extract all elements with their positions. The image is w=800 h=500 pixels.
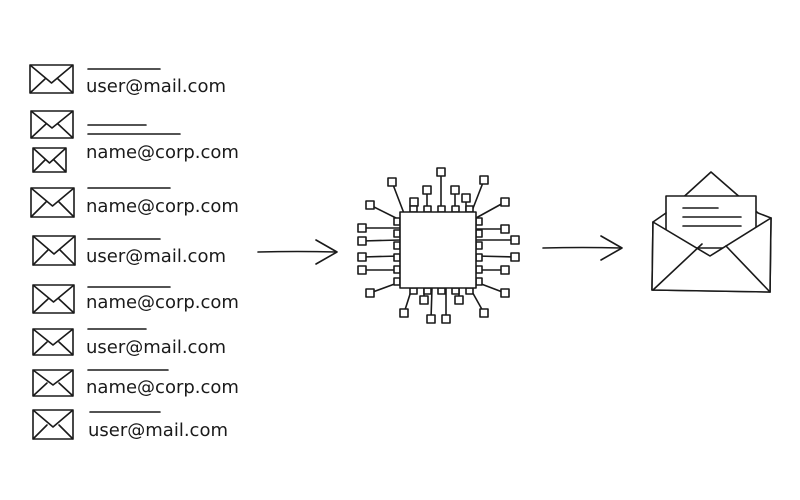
chip-pad — [510, 252, 520, 262]
chip-pin — [465, 287, 474, 295]
chip-pad — [500, 265, 510, 275]
chip-pad — [479, 308, 489, 318]
chip-pad — [422, 185, 432, 195]
chip-pin — [409, 205, 418, 213]
chip-pin — [475, 217, 483, 226]
chip-pin — [451, 287, 460, 295]
chip-pad — [399, 308, 409, 318]
chip-pad — [419, 295, 429, 305]
email-address: name@corp.com — [86, 196, 239, 217]
chip-pin — [393, 241, 401, 250]
email-address: name@corp.com — [86, 377, 239, 398]
chip-trace — [391, 181, 406, 217]
chip-pad — [479, 175, 489, 185]
envelope-icon — [32, 328, 74, 356]
chip-pin — [393, 265, 401, 274]
chip-icon — [357, 167, 520, 324]
chip-pad — [500, 288, 510, 298]
chip-trace — [430, 287, 433, 320]
chip-pin — [393, 253, 401, 262]
envelope-icon — [32, 147, 67, 173]
chip-pad — [454, 295, 464, 305]
chip-pad — [357, 265, 367, 275]
envelope-icon — [32, 284, 75, 314]
chip-pad — [365, 200, 375, 210]
chip-body — [399, 211, 477, 289]
email-address: user@mail.com — [86, 76, 226, 97]
email-address: user@mail.com — [88, 420, 228, 441]
chip-pin — [437, 287, 446, 295]
chip-pin — [475, 277, 483, 286]
email-entry: user@mail.com — [32, 235, 226, 267]
chip-pad — [357, 236, 367, 246]
chip-pin — [465, 205, 474, 213]
email-entry: user@mail.com — [32, 409, 228, 441]
chip-pin — [393, 229, 401, 238]
envelope-icon — [32, 235, 76, 266]
chip-trace — [361, 239, 401, 242]
chip-pin — [475, 265, 483, 274]
chip-pad — [510, 235, 520, 245]
chip-pad — [500, 224, 510, 234]
chip-pin — [423, 287, 432, 295]
chip-trace — [475, 201, 506, 219]
email-entry — [30, 110, 181, 139]
chip-pin — [475, 253, 483, 262]
email-list: user@mail.com name@corp.com — [29, 64, 239, 441]
chip-pin — [423, 205, 432, 213]
email-entry: name@corp.com — [30, 187, 239, 218]
chip-pin — [437, 205, 446, 213]
email-entry: user@mail.com — [29, 64, 226, 97]
arrow-right-icon — [542, 235, 623, 261]
chip-pin — [475, 241, 483, 250]
arrow-right-icon — [257, 239, 338, 265]
chip-pad — [409, 197, 419, 207]
chip-pin — [451, 205, 460, 213]
chip-pad — [461, 193, 471, 203]
open-envelope-letter-icon — [651, 171, 772, 293]
email-address: user@mail.com — [86, 246, 226, 267]
chip-pin — [393, 277, 401, 286]
chip-pad — [436, 167, 446, 177]
email-entry: name@corp.com — [32, 142, 239, 173]
email-address: name@corp.com — [86, 292, 239, 313]
envelope-icon — [30, 187, 75, 218]
envelope-icon — [29, 64, 74, 94]
email-address: name@corp.com — [86, 142, 239, 163]
chip-pad — [357, 223, 367, 233]
envelope-icon — [32, 369, 74, 397]
email-entry: name@corp.com — [32, 284, 239, 314]
email-entry: user@mail.com — [32, 328, 226, 358]
envelope-icon — [30, 110, 74, 139]
chip-pad — [426, 314, 436, 324]
chip-pin — [475, 229, 483, 238]
chip-pad — [500, 197, 510, 207]
email-address: user@mail.com — [86, 337, 226, 358]
chip-pad — [365, 288, 375, 298]
chip-pad — [357, 252, 367, 262]
email-entry: name@corp.com — [32, 369, 239, 398]
chip-pin — [393, 217, 401, 226]
chip-pad — [441, 314, 451, 324]
envelope-icon — [32, 409, 74, 440]
chip-pad — [450, 185, 460, 195]
chip-pin — [409, 287, 418, 295]
chip-pad — [387, 177, 397, 187]
